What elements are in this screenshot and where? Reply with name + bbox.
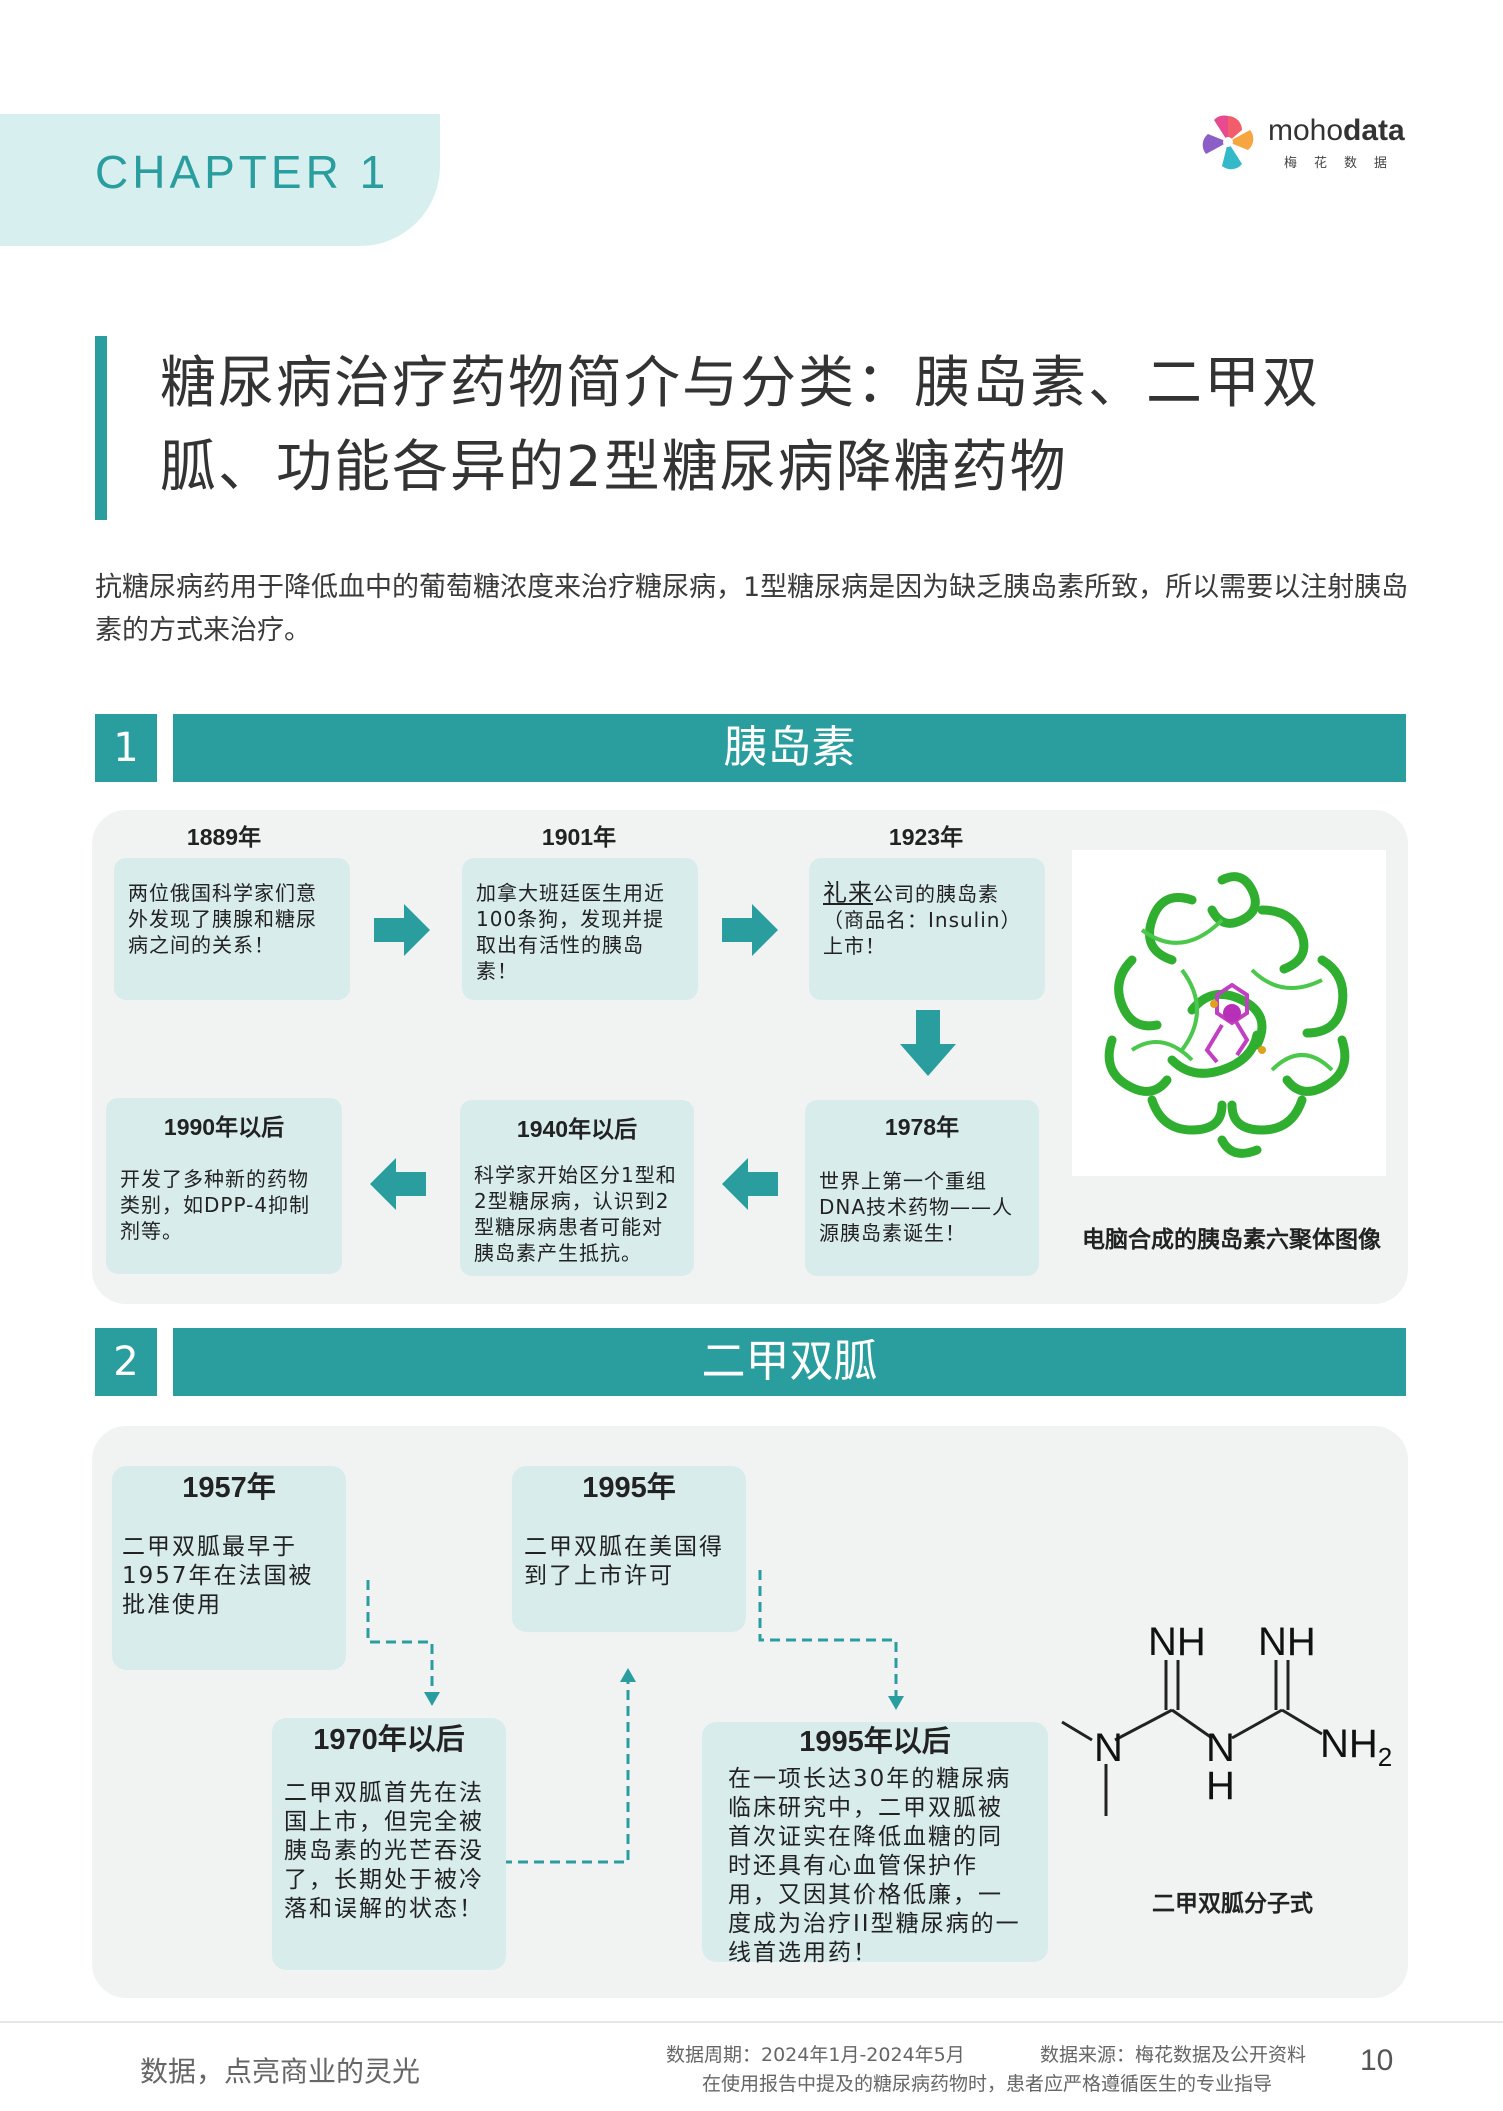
step-year: 1889年: [186, 824, 262, 850]
arrow-left-icon: [370, 1158, 426, 1210]
section-1-panel: 1889年 1901年 1923年 两位俄国科学家们意外发现了胰腺和糖尿病之间的…: [92, 810, 1408, 1304]
footer-source: 数据来源：梅花数据及公开资料: [1040, 2044, 1307, 2066]
step-text: 二甲双胍首先在法国上市，但完全被胰岛素的光芒吞没了，长期处于被冷落和误解的状态！: [284, 1780, 484, 1922]
step-year: 1901年: [541, 824, 617, 850]
metformin-structure: NH NH N N H NH2: [1052, 1620, 1393, 1826]
pinwheel-logo-icon: [1202, 115, 1254, 170]
section-2-number: 2: [95, 1328, 157, 1396]
title-line-1: 糖尿病治疗药物简介与分类：胰岛素、二甲双: [160, 351, 1320, 416]
timeline-box: 开发了多种新的药物类别，如DPP-4抑制剂等。: [106, 1098, 342, 1274]
step-year: 1990年以后: [163, 1114, 285, 1140]
chapter-label: CHAPTER 1: [95, 146, 390, 198]
step-text: 在一项长达30年的糖尿病临床研究中，二甲双胍被首次证实在降低血糖的同时还具有心血…: [728, 1766, 1021, 1966]
nh-label: NH: [1258, 1620, 1316, 1664]
step-year: 1978年: [884, 1114, 960, 1140]
page-number: 10: [1360, 2044, 1394, 2077]
footer-period: 数据周期：2024年1月-2024年5月: [666, 2044, 965, 2066]
step-year: 1995年: [582, 1472, 676, 1504]
intro-paragraph: 抗糖尿病药用于降低血中的葡萄糖浓度来治疗糖尿病，1型糖尿病是因为缺乏胰岛素所致，…: [95, 572, 1409, 646]
timeline-box: 1970年以后 二甲双胍首先在法国上市，但完全被胰岛素的光芒吞没了，长期处于被冷…: [272, 1718, 506, 1970]
arrow-down-icon: [900, 1010, 956, 1076]
step-text: 二甲双胍最早于1957年在法国被批准使用: [122, 1534, 314, 1618]
insulin-hexamer-image: [1072, 850, 1386, 1176]
arrow-right-icon: [722, 904, 778, 956]
footer-divider: [0, 2021, 1503, 2023]
title-line-2: 胍、功能各异的2型糖尿病降糖药物: [160, 435, 1068, 500]
chapter-tab: [0, 114, 440, 246]
h-label: H: [1206, 1764, 1235, 1808]
section-1-number: 1: [95, 714, 157, 782]
step-text: 公司的胰岛素（商品名：Insulin）上市！: [823, 882, 1022, 958]
insulin-image-caption: 电脑合成的胰岛素六聚体图像: [1082, 1227, 1381, 1253]
n-label: N: [1094, 1726, 1123, 1770]
footer-slogan: 数据，点亮商业的灵光: [140, 2055, 421, 2088]
mohodata-logo: mohodata 梅花数据: [1198, 110, 1418, 180]
footer-note: 在使用报告中提及的糖尿病药物时，患者应严格遵循医生的专业指导: [702, 2073, 1273, 2095]
arrow-right-icon: [374, 904, 430, 956]
section-2-panel: 1957年 二甲双胍最早于1957年在法国被批准使用 1970年以后 二甲双胍首…: [92, 1426, 1408, 1998]
step-year: 1957年: [182, 1472, 276, 1504]
step-year: 1970年以后: [313, 1724, 465, 1756]
timeline-box: 科学家开始区分1型和2型糖尿病，认识到2型糖尿病患者可能对胰岛素产生抵抗。: [460, 1100, 694, 1276]
timeline-connectors: [366, 1570, 904, 1864]
timeline-box: 世界上第一个重组DNA技术药物——人源胰岛素诞生！: [805, 1100, 1039, 1276]
step-year: 1923年: [888, 824, 964, 850]
n-label: N: [1206, 1726, 1235, 1770]
section-1-heading: 胰岛素: [173, 714, 1406, 782]
step-year: 1995年以后: [799, 1726, 951, 1758]
logo-subtitle: 梅花数据: [1284, 156, 1405, 171]
page-title: 糖尿病治疗药物简介与分类：胰岛素、二甲双 胍、功能各异的2型糖尿病降糖药物: [160, 342, 1410, 510]
step-text: 二甲双胍在美国得到了上市许可: [524, 1534, 724, 1589]
timeline-box: 1995年以后 在一项长达30年的糖尿病临床研究中，二甲双胍被首次证实在降低血糖…: [702, 1722, 1048, 1966]
title-accent-bar: [95, 336, 107, 520]
timeline-box: 礼来公司的胰岛素（商品名：Insulin）上市！: [809, 858, 1045, 1000]
timeline-box: 1995年 二甲双胍在美国得到了上市许可: [512, 1466, 746, 1632]
section-2-heading: 二甲双胍: [173, 1328, 1406, 1396]
arrow-left-icon: [722, 1158, 778, 1210]
metformin-caption: 二甲双胍分子式: [1152, 1891, 1313, 1917]
nh2-label: NH2: [1320, 1722, 1393, 1772]
lilly-brand: 礼来: [823, 879, 873, 907]
logo-wordmark: mohodata: [1268, 114, 1405, 147]
nh-label: NH: [1148, 1620, 1206, 1664]
timeline-box: 加拿大班廷医生用近100条狗，发现并提取出有活性的胰岛素！: [462, 858, 698, 1000]
step-year: 1940年以后: [516, 1116, 638, 1142]
timeline-box: 两位俄国科学家们意外发现了胰腺和糖尿病之间的关系！: [114, 858, 350, 1000]
timeline-box: 1957年 二甲双胍最早于1957年在法国被批准使用: [112, 1466, 346, 1670]
